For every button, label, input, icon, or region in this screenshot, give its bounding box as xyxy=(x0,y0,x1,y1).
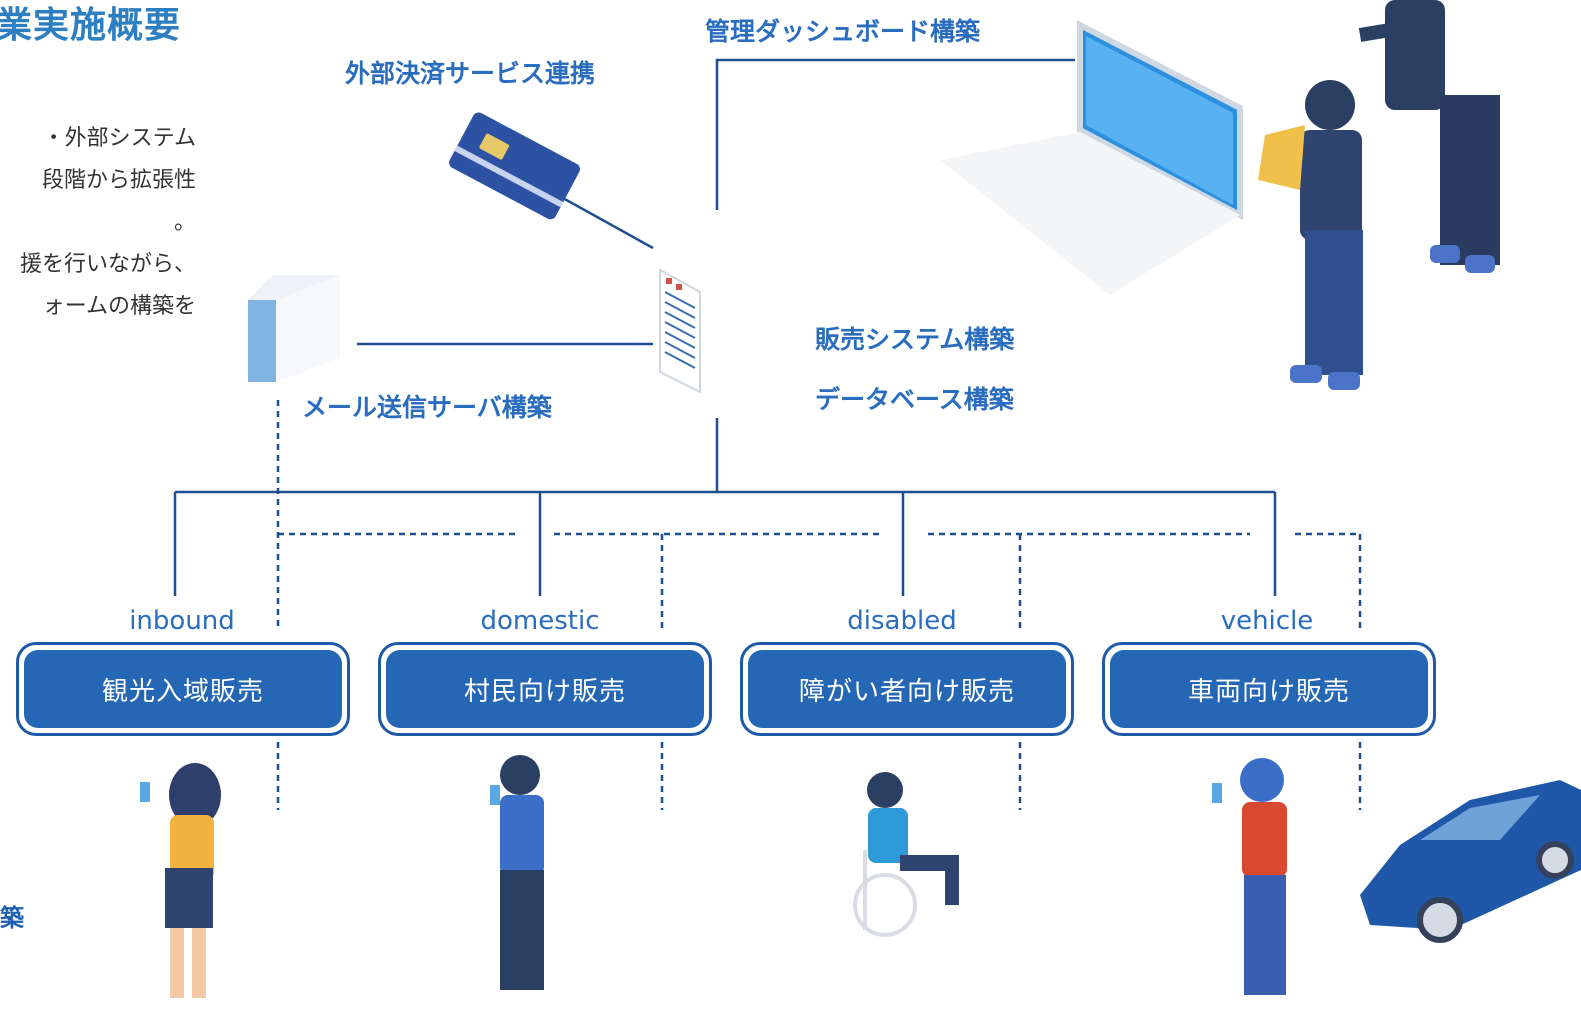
category-box-domestic: 村民向け販売 xyxy=(378,642,712,736)
tourist-figure-icon xyxy=(140,763,221,998)
mail-server-label: メール送信サーバ構築 xyxy=(302,393,552,422)
intro-line: ォームの構築を xyxy=(42,294,196,319)
villager-figure-icon xyxy=(490,755,544,990)
category-tag-vehicle: vehicle xyxy=(1220,606,1314,636)
left-footer-text: 築 xyxy=(0,904,24,932)
page-title: 業実施概要 xyxy=(0,5,182,46)
credit-card-icon xyxy=(449,112,580,220)
intro-line: 援を行いながら、 xyxy=(19,252,196,277)
category-label-domestic: 村民向け販売 xyxy=(386,650,704,728)
intro-line: 。 xyxy=(173,210,196,235)
intro-line: 段階から拡張性 xyxy=(41,168,196,193)
laptop-icon xyxy=(940,20,1243,295)
presenter-figure-icon xyxy=(1358,0,1500,273)
dashed-connectors xyxy=(276,400,1362,810)
category-tag-inbound: inbound xyxy=(129,606,235,636)
wheelchair-user-icon xyxy=(853,772,959,937)
category-box-inbound: 観光入域販売 xyxy=(16,642,350,736)
worker-figure-icon xyxy=(1258,80,1363,390)
database-label: データベース構築 xyxy=(815,385,1014,414)
document-icon xyxy=(659,268,701,394)
payment-label: 外部決済サービス連携 xyxy=(345,59,596,88)
category-tag-disabled: disabled xyxy=(847,606,957,636)
category-label-inbound: 観光入域販売 xyxy=(24,650,342,728)
intro-line: ・外部システム xyxy=(42,126,196,151)
intro-text: ・外部システム 段階から拡張性 。 援を行いながら、 ォームの構築を xyxy=(0,118,196,328)
category-tag-domestic: domestic xyxy=(480,606,600,636)
driver-figure-icon xyxy=(1212,758,1287,995)
sales-system-label: 販売システム構築 xyxy=(815,325,1015,354)
dashboard-label: 管理ダッシュボード構築 xyxy=(705,17,981,46)
dashboard-connector xyxy=(715,58,1075,210)
server-icon xyxy=(248,275,340,382)
car-icon xyxy=(1360,780,1581,943)
category-label-vehicle: 車両向け販売 xyxy=(1110,650,1428,728)
category-box-vehicle: 車両向け販売 xyxy=(1102,642,1436,736)
category-label-disabled: 障がい者向け販売 xyxy=(748,650,1066,728)
payment-connector xyxy=(551,190,654,250)
category-box-disabled: 障がい者向け販売 xyxy=(740,642,1074,736)
